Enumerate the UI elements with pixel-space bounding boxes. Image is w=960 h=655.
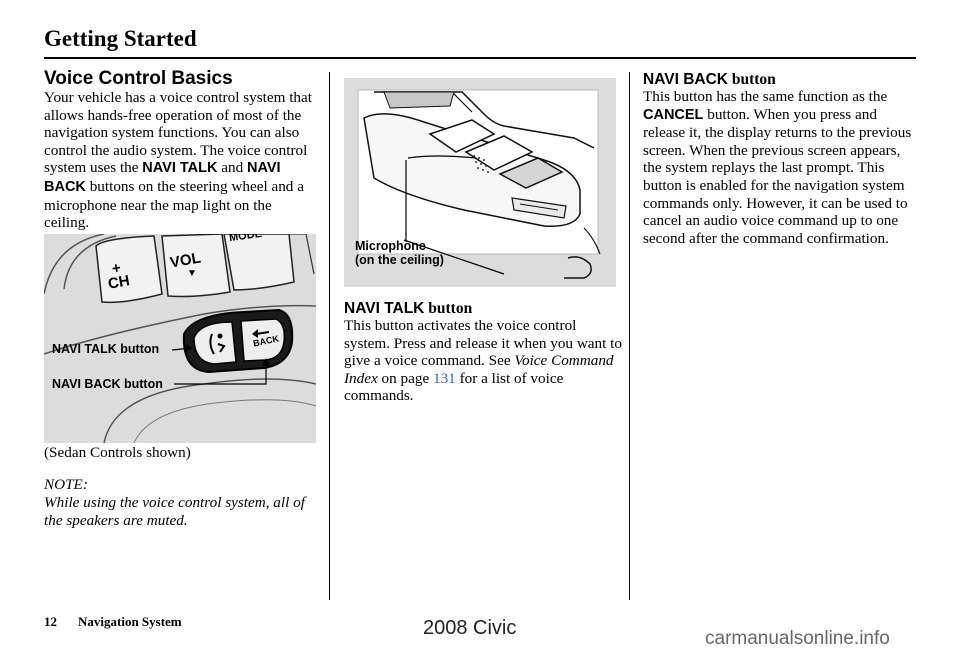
navi-talk-heading: NAVI TALK button [344,300,472,318]
ceiling-console-illustration [357,89,601,279]
page-link-131[interactable]: 131 [432,369,456,387]
navi-back-text-1: This button has the same function as the [643,88,888,105]
note-text: While using the voice control system, al… [44,494,305,529]
page-title: Getting Started [44,26,197,51]
cancel-term: CANCEL [643,106,704,123]
manual-name: Navigation System [78,614,182,629]
microphone-label-line-2: (on the ceiling) [355,253,444,267]
header-rule [44,57,916,59]
intro-text-1: Your vehicle has a voice control system … [44,89,312,177]
navi-talk-label: NAVI TALK button [52,342,160,356]
watermark-model: 2008 Civic [423,617,517,639]
voice-command-index-ref: Voice Command Index [344,352,614,387]
navi-talk-text-1: This button activates the voice control … [344,317,622,370]
navi-back-label: NAVI BACK button [52,377,163,391]
page-number: 12 [44,614,57,629]
note-title: NOTE: [44,476,88,493]
navi-back-paragraph: This button has the same function as the… [643,88,919,247]
navi-talk-text-2: on page [377,369,433,387]
and-text: and [217,159,248,177]
intro-paragraph: Your vehicle has a voice control system … [44,89,320,232]
watermark-site: carmanualsonline.info [705,628,890,649]
navi-talk-heading-suffix: button [424,300,473,317]
intro-text-2: buttons on the steering wheel and a micr… [44,177,304,232]
navi-talk-paragraph: This button activates the voice control … [344,317,622,405]
navi-back-heading-suffix: button [727,71,776,88]
image-caption: (Sedan Controls shown) [44,444,191,461]
navi-talk-term: NAVI TALK [142,160,218,177]
column-divider-1 [329,72,330,600]
navi-back-heading-term: NAVI BACK [643,71,728,88]
navi-back-heading: NAVI BACK button [643,71,776,89]
section-heading: Voice Control Basics [44,68,233,89]
microphone-image: Microphone (on the ceiling) [344,78,616,287]
column-divider-2 [629,72,630,600]
navi-back-term: NAVI BACK [44,160,281,195]
steering-controls-image: + CH VOL ▼ MODE BACK [44,234,316,443]
vol-down-icon: ▼ [187,268,197,279]
navi-talk-heading-term: NAVI TALK [344,300,425,317]
microphone-label-line-1: Microphone [355,239,426,253]
navi-back-text-2: button. When you press and release it, t… [643,105,912,247]
microphone-label: Microphone (on the ceiling) [355,239,444,267]
steering-controls-illustration [44,234,316,443]
navi-talk-text-3: for a list of voice commands. [344,369,564,405]
